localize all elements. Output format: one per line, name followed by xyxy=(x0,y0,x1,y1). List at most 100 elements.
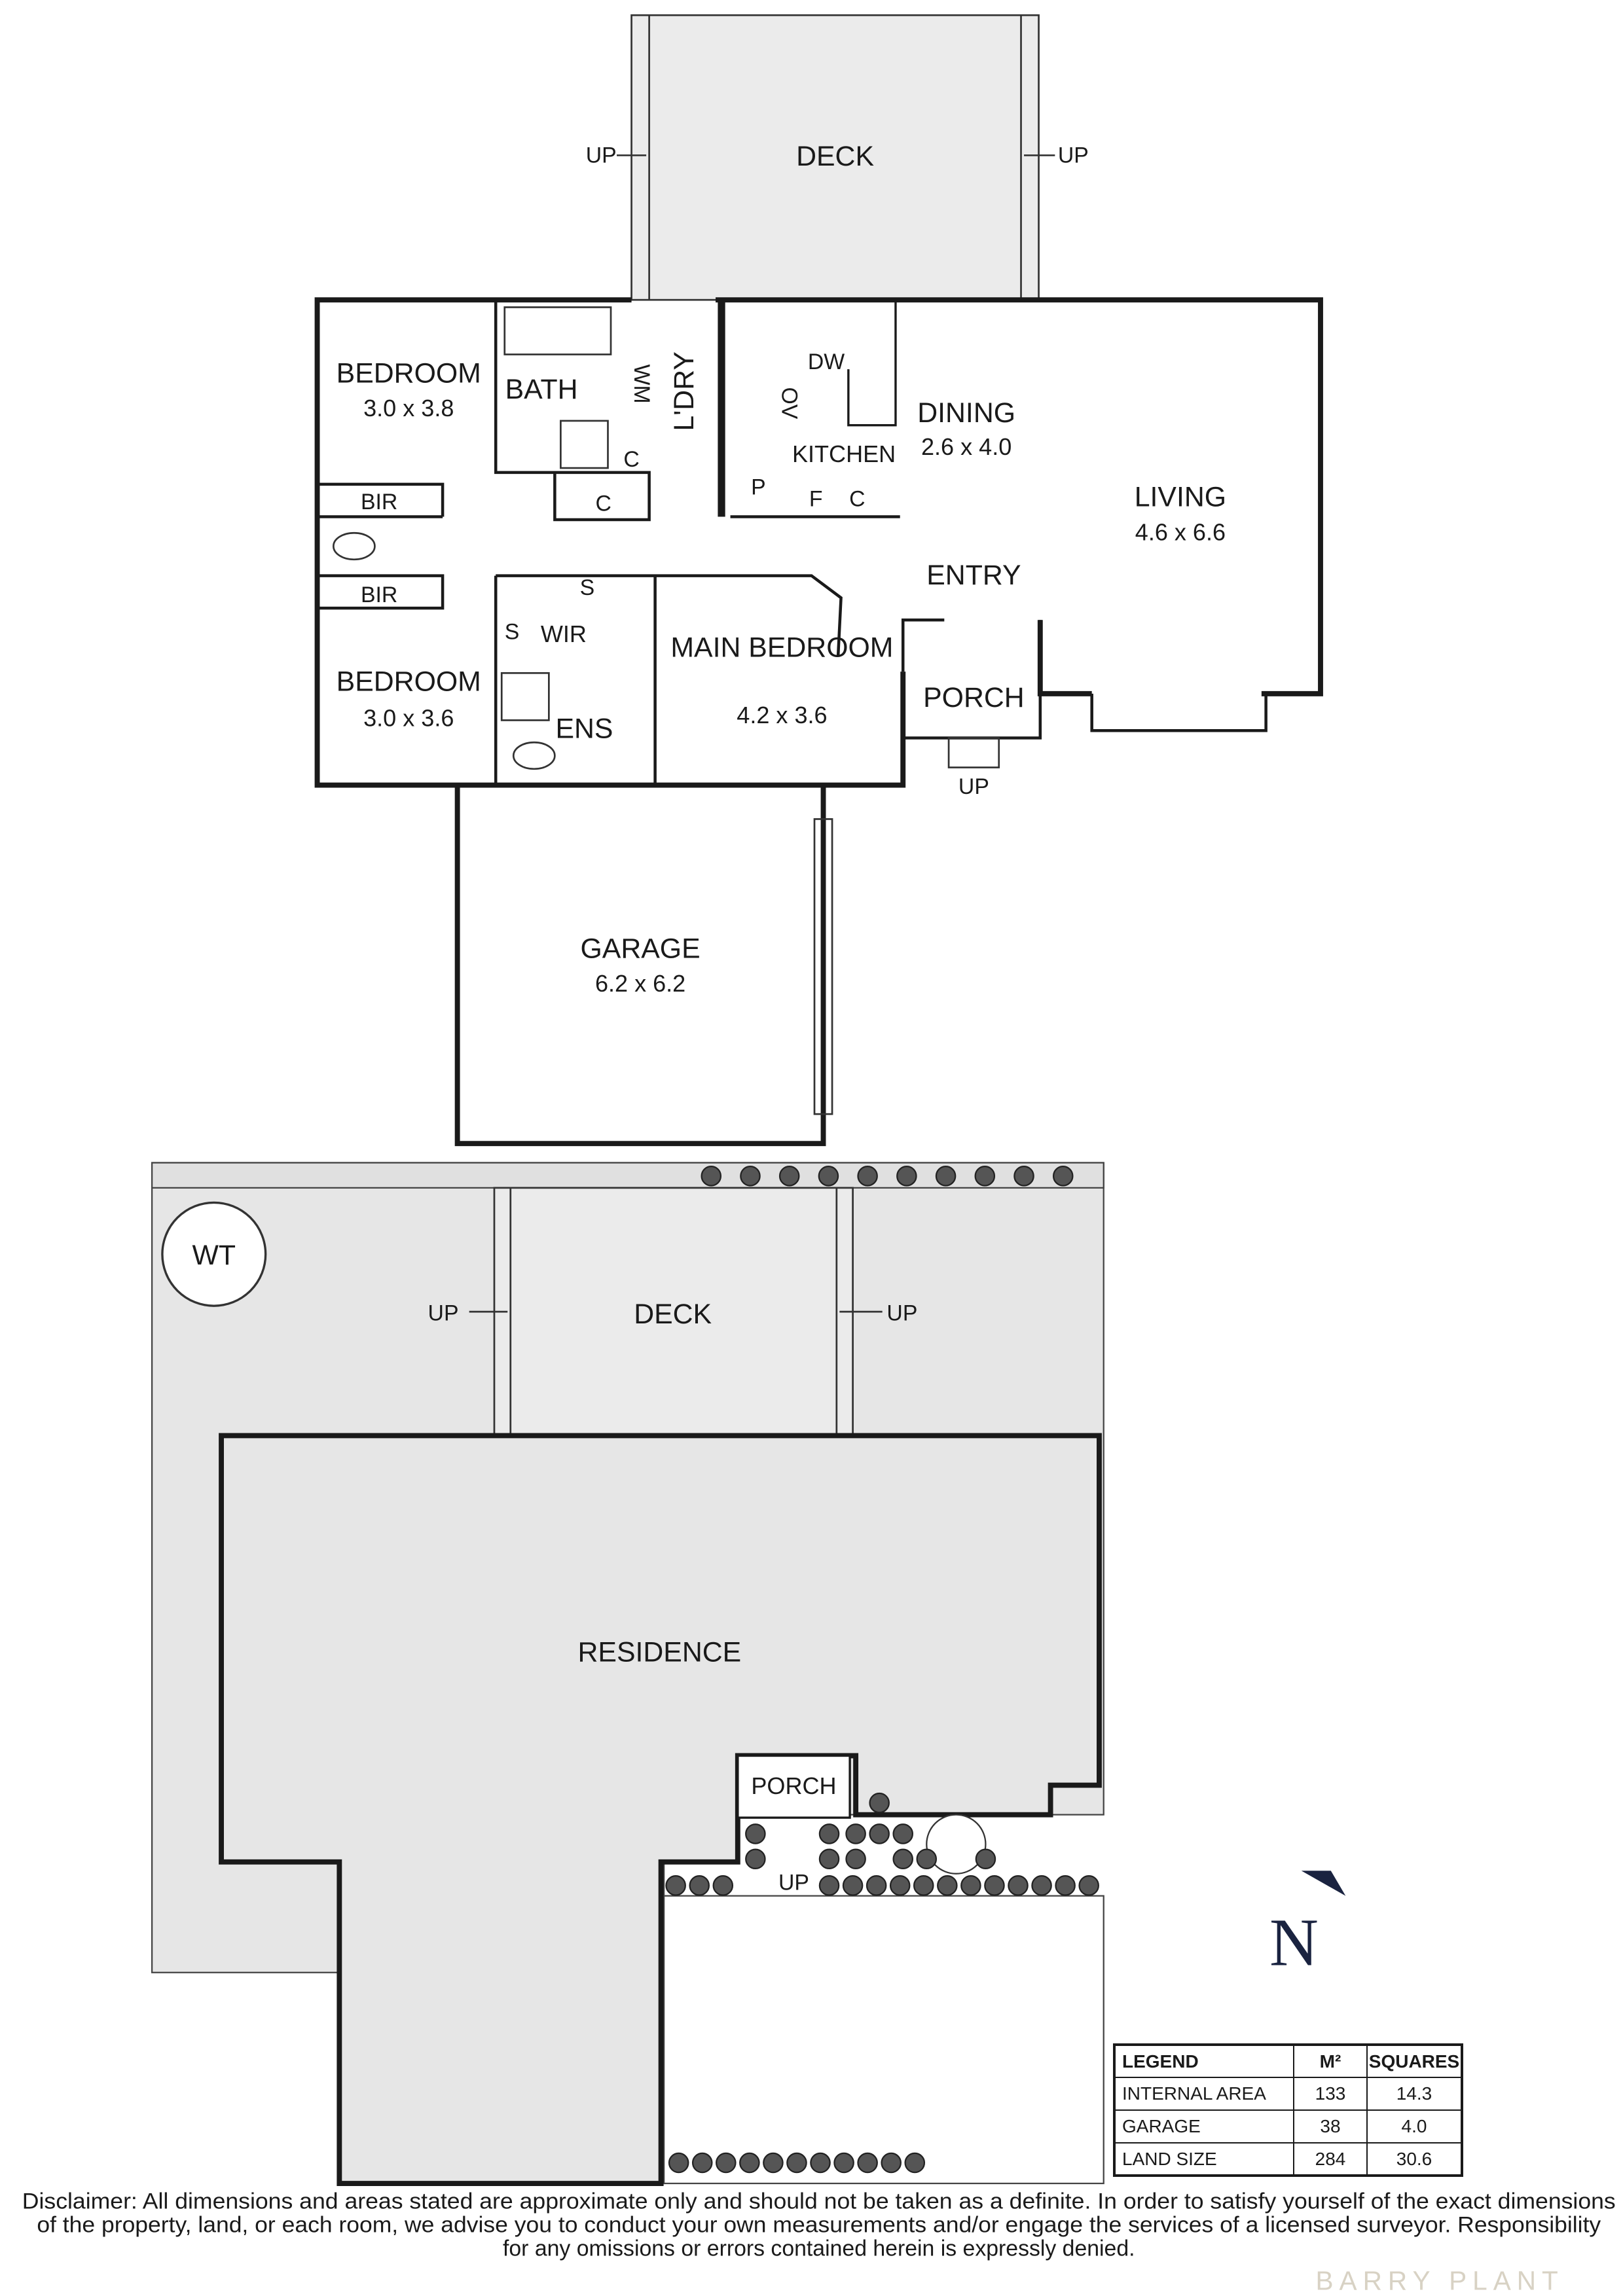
site-up-label-left: UP xyxy=(428,1301,459,1326)
shrub-icon xyxy=(889,1875,911,1896)
water-tank-label: WT xyxy=(192,1240,236,1271)
room-dims: 4.6 x 6.6 xyxy=(1135,519,1226,546)
up-label-left: UP xyxy=(586,143,617,168)
pantry-label: P xyxy=(751,475,766,500)
room-dims: 4.2 x 3.6 xyxy=(737,702,827,728)
shrub-icon xyxy=(866,1875,887,1896)
shelf-label: S xyxy=(505,619,520,644)
porch-step-icon xyxy=(947,737,1000,768)
room-dims: 3.0 x 3.8 xyxy=(363,395,454,422)
shrub-icon xyxy=(740,1166,761,1187)
shrub-icon xyxy=(818,1848,840,1870)
site-up-label: UP xyxy=(778,1871,809,1895)
cupboard-label: C xyxy=(849,487,865,512)
shrub-icon xyxy=(896,1166,917,1187)
shrub-icon xyxy=(913,1875,934,1896)
dw-label: DW xyxy=(808,350,845,374)
up-label-right: UP xyxy=(1058,143,1089,168)
shrub-icon xyxy=(745,1823,766,1844)
shrub-icon xyxy=(778,1166,800,1187)
shrub-icon xyxy=(937,1875,958,1896)
shrub-icon xyxy=(689,1875,710,1896)
house-walls xyxy=(314,297,1323,788)
shrub-icon xyxy=(745,1848,766,1870)
residence-label: RESIDENCE xyxy=(578,1636,742,1668)
shrub-icon xyxy=(845,1823,866,1844)
legend-label: LAND SIZE xyxy=(1114,2142,1294,2176)
site-plan: DECK UP UP WT RESIDENCE PORCH UP xyxy=(151,1162,1104,2186)
shrub-icon xyxy=(810,2152,831,2174)
room-name: DINING xyxy=(917,397,1015,429)
room-name: ENS xyxy=(555,713,613,744)
up-label: UP xyxy=(958,774,989,799)
room-name: MAIN BEDROOM xyxy=(670,632,893,664)
shrub-icon xyxy=(974,1166,996,1187)
cupboard-label: C xyxy=(623,447,639,472)
shrub-icon xyxy=(1008,1875,1029,1896)
north-arrow: N xyxy=(1269,1871,1346,1981)
shrub-icon xyxy=(833,2152,854,2174)
room-name: BEDROOM xyxy=(337,357,481,389)
shrub-icon xyxy=(869,1792,890,1814)
bir-label: BIR xyxy=(361,490,397,514)
room-name: BEDROOM xyxy=(337,666,481,697)
room-name: GARAGE xyxy=(581,933,701,964)
deck-top: DECK UP UP xyxy=(586,14,1089,301)
toilet-icon xyxy=(512,741,556,770)
shrub-icon xyxy=(1078,1875,1099,1896)
shrub-icon xyxy=(935,1166,957,1187)
cupboard-label: C xyxy=(596,491,611,516)
shrub-icon xyxy=(786,2152,807,2174)
shrub-icon xyxy=(869,1823,890,1844)
legend-label: INTERNAL AREA xyxy=(1114,2077,1294,2111)
shrub-icon xyxy=(763,2152,784,2174)
room-name: KITCHEN xyxy=(792,440,896,467)
room-name: L'DRY xyxy=(668,351,700,431)
shrub-icon xyxy=(984,1875,1005,1896)
water-tank-icon xyxy=(161,1201,267,1307)
legend-m2: 284 xyxy=(1293,2142,1368,2176)
legend-header: LEGEND xyxy=(1114,2044,1294,2078)
legend-squares: 14.3 xyxy=(1366,2077,1463,2111)
shrub-icon xyxy=(818,1875,840,1896)
watermark: BARRY PLANT xyxy=(1315,2265,1563,2295)
shrub-icon xyxy=(845,1848,866,1870)
room-name: ENTRY xyxy=(926,560,1021,591)
wm-label: WM xyxy=(629,365,654,404)
shrub-icon xyxy=(892,1823,914,1844)
legend-row: GARAGE 38 4.0 xyxy=(1114,2109,1463,2144)
shelf-label: S xyxy=(580,575,595,600)
disclaimer-line-2: of the property, land, or each room, we … xyxy=(37,2212,1601,2237)
shrub-icon xyxy=(881,2152,902,2174)
deck-label: DECK xyxy=(796,141,874,172)
shrub-icon xyxy=(665,1875,686,1896)
fridge-label: F xyxy=(809,487,823,512)
room-name: LIVING xyxy=(1135,482,1226,513)
shrub-icon xyxy=(818,1823,840,1844)
garage-walls xyxy=(454,785,833,1147)
legend-squares: 30.6 xyxy=(1366,2142,1463,2176)
room-dims: 3.0 x 3.6 xyxy=(363,704,454,731)
disclaimer-line-1: Disclaimer: All dimensions and areas sta… xyxy=(22,2189,1616,2214)
shrub-icon xyxy=(701,1166,722,1187)
shrub-icon xyxy=(960,1875,981,1896)
legend-row: LAND SIZE 284 30.6 xyxy=(1114,2142,1463,2176)
shrub-icon xyxy=(818,1166,839,1187)
room-name: PORCH xyxy=(923,682,1025,713)
shrub-icon xyxy=(975,1848,996,1870)
shrub-icon xyxy=(739,2152,760,2174)
legend-label: GARAGE xyxy=(1114,2109,1294,2144)
shower-icon xyxy=(500,672,550,721)
room-labels: BEDROOM 3.0 x 3.8 BATH L'DRY KITCHEN DIN… xyxy=(337,351,1226,997)
shrub-icon xyxy=(892,1848,914,1870)
shrub-icon xyxy=(716,2152,737,2174)
room-dims: 6.2 x 6.2 xyxy=(595,970,685,997)
shrub-group xyxy=(665,1166,1099,2174)
site-porch-label: PORCH xyxy=(751,1772,836,1799)
legend-squares: 4.0 xyxy=(1366,2109,1463,2144)
legend-m2: 133 xyxy=(1293,2077,1368,2111)
shrub-icon xyxy=(1031,1875,1052,1896)
shrub-icon xyxy=(1013,1166,1034,1187)
shrub-icon xyxy=(1055,1875,1076,1896)
